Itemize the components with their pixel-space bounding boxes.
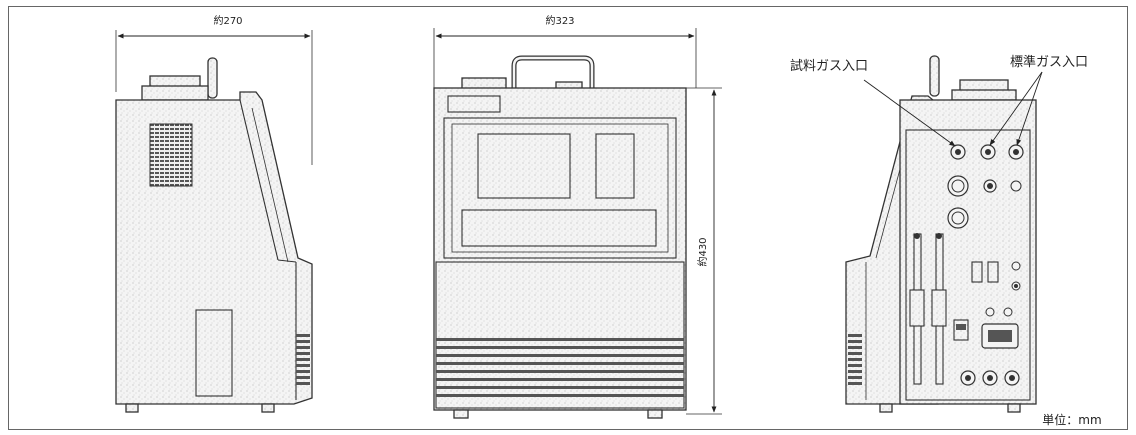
standard-gas-leader-2 [1016,71,1043,146]
front-lower-section [435,261,685,409]
standard-gas-leader-1 [989,71,1043,146]
side-antenna [207,57,218,99]
front-view [433,28,722,419]
sample-gas-leader [863,79,956,147]
rear-view [845,55,1043,413]
side-vent-grille [149,123,193,187]
front-right-window [595,133,635,199]
rear-panel [905,129,1031,401]
side-view [115,30,313,413]
gas-inlet-ports [950,144,1024,160]
standard-gas-inlet-label: 標準ガス入口 [1010,54,1088,70]
front-height-label: 約430 [696,237,709,266]
front-slot-panel [461,209,657,247]
front-width-label: 約323 [545,14,574,27]
front-louvers [436,338,684,397]
unit-label: 単位：mm [1042,412,1101,427]
sample-gas-inlet-label: 試料ガス入口 [790,58,868,74]
drawing-frame [8,6,1128,430]
front-display-window [477,133,571,199]
side-access-panel [195,309,233,397]
side-width-label: 約270 [213,14,242,27]
side-top-knob [141,85,209,101]
